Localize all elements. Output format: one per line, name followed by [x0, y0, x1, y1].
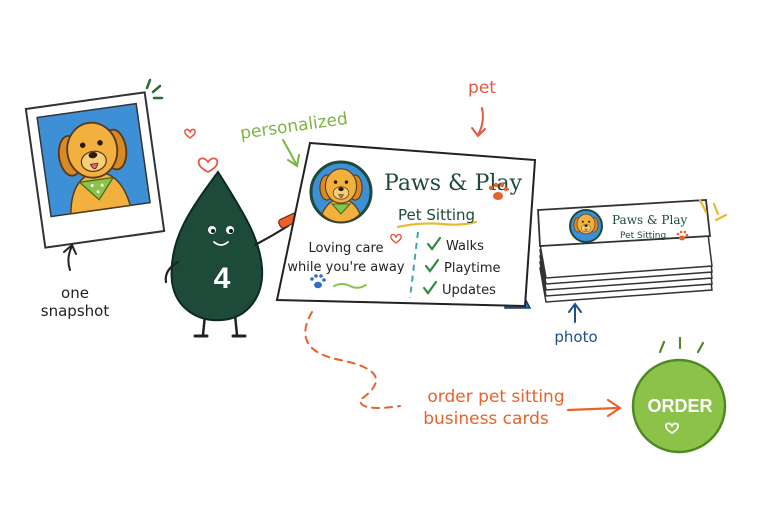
card-subtitle: Pet Sitting — [398, 206, 475, 224]
photo-caption-line1: one — [61, 284, 89, 302]
order-button-label: ORDER — [647, 396, 712, 416]
heart-icon — [390, 233, 402, 244]
mascot-character — [164, 170, 309, 338]
pet-label: pet — [468, 78, 496, 98]
stack-card-subtitle: Pet Sitting — [620, 231, 666, 241]
card-title: Paws & Play — [384, 171, 523, 196]
heart-icon — [184, 128, 196, 139]
service-item-label: Updates — [442, 283, 496, 298]
service-item: Updates — [422, 280, 496, 298]
arrow-icon — [63, 243, 77, 271]
photo-caption-line2: snapshot — [41, 302, 110, 320]
service-item: Walks — [426, 236, 484, 254]
service-item-label: Walks — [446, 239, 484, 254]
dashed-path — [304, 311, 401, 409]
business-card — [275, 141, 537, 309]
order-text-line2: business cards — [423, 409, 549, 429]
mascot-number: 4 — [214, 262, 231, 295]
personalized-label: personalized — [239, 109, 349, 144]
arrow-icon — [566, 398, 622, 418]
card-tagline-line2: while you're away — [287, 260, 404, 275]
heart-icon — [197, 157, 219, 174]
service-item: Playtime — [424, 258, 500, 276]
heart-icon — [664, 422, 680, 435]
arrow-icon — [568, 302, 582, 323]
paw-icon — [310, 274, 326, 289]
order-button[interactable] — [631, 358, 727, 454]
polaroid-photo — [24, 78, 166, 249]
paw-icon — [676, 230, 689, 241]
order-text-line1: order pet sitting — [427, 387, 564, 407]
card-stack — [537, 199, 713, 303]
arrow-icon — [282, 139, 300, 168]
paw-icon — [488, 182, 509, 200]
photo-label: photo — [554, 328, 597, 346]
arrow-icon — [471, 107, 486, 138]
service-item-label: Playtime — [444, 261, 500, 276]
service-list: Walks Playtime Updates — [422, 236, 500, 298]
card-tagline-line1: Loving care — [308, 241, 383, 256]
stack-card-title: Paws & Play — [612, 213, 687, 227]
